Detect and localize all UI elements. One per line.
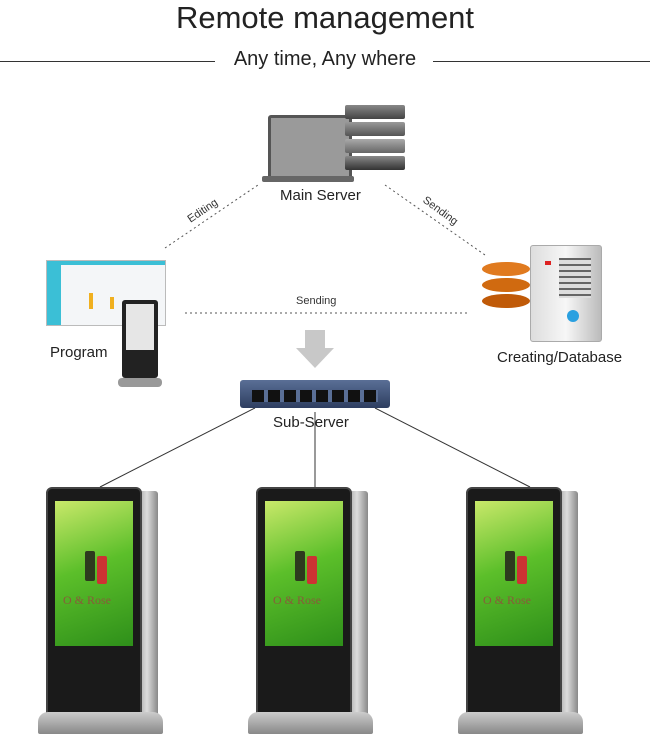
- network-switch-icon: [240, 380, 390, 408]
- sub-server-label: Sub-Server: [273, 414, 349, 431]
- program-kiosk-icon: [122, 300, 158, 378]
- kiosk-3: O & Rose: [458, 487, 583, 742]
- server-tower-icon: [530, 245, 602, 342]
- kiosk-2: O & Rose: [248, 487, 373, 742]
- program-monitor-icon: [46, 260, 166, 326]
- divider-left: [0, 61, 215, 62]
- server-rack-icon: [345, 105, 405, 173]
- link-kiosk-1: [99, 407, 256, 488]
- down-arrow-icon: [296, 330, 334, 368]
- sending-line-right: [384, 184, 486, 256]
- screen-ad-text: O & Rose: [63, 593, 111, 607]
- program-label: Program: [50, 344, 108, 361]
- subtitle: Any time, Any where: [233, 48, 417, 70]
- editing-line: [164, 184, 259, 249]
- laptop-icon: [268, 115, 352, 179]
- page-title: Remote management: [175, 0, 475, 35]
- laptop-base: [262, 176, 354, 182]
- sending-label-horizontal: Sending: [296, 295, 337, 307]
- program-kiosk-base: [118, 378, 162, 387]
- database-label: Creating/Database: [497, 349, 623, 366]
- database-icon: [482, 262, 530, 312]
- kiosk-1: O & Rose: [38, 487, 163, 742]
- link-kiosk-3: [374, 407, 531, 488]
- divider-right: [433, 61, 650, 62]
- main-server-label: Main Server: [280, 187, 361, 204]
- screen-ad-text: O & Rose: [273, 593, 321, 607]
- screen-ad-text: O & Rose: [483, 593, 531, 607]
